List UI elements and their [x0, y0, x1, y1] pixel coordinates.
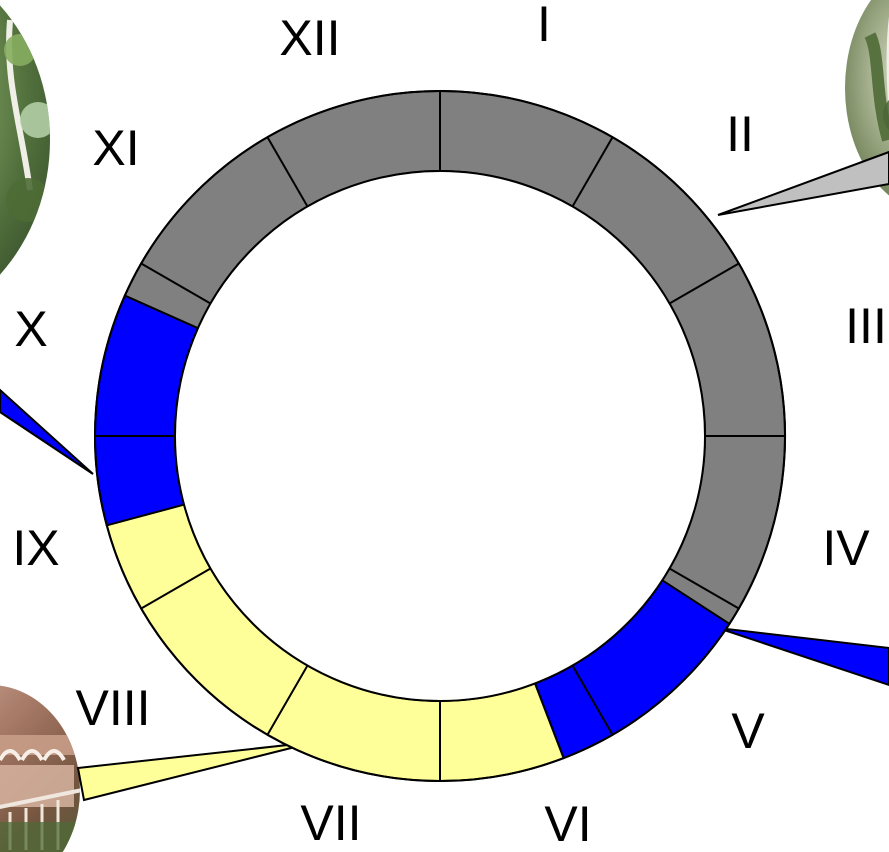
month-label-vi: VI [544, 796, 591, 852]
month-label-viii: VIII [75, 680, 150, 736]
month-divider-5 [668, 567, 740, 610]
month-divider-2 [571, 136, 614, 208]
blue-left-callout-wedge [0, 388, 94, 475]
ring-inner-border [174, 170, 706, 702]
month-label-iv: IV [822, 520, 870, 576]
gray-callout-wedge [717, 150, 889, 216]
month-label-ii: II [726, 106, 754, 162]
month-label-xii: XII [279, 10, 340, 66]
month-divider-12 [266, 136, 309, 208]
month-divider-6 [571, 664, 614, 736]
ring-outer-border [94, 90, 786, 782]
month-label-v: V [731, 703, 765, 759]
blue-right-callout-wedge [717, 627, 889, 687]
month-label-i: I [537, 0, 551, 52]
month-label-x: X [14, 301, 47, 357]
month-label-xi: XI [92, 120, 139, 176]
forest-photo [0, 0, 50, 330]
month-divider-3 [668, 262, 740, 305]
annual-ring [94, 90, 786, 782]
month-label-iii: III [845, 298, 887, 354]
yellow-callout-wedge [76, 741, 316, 802]
callout-layer [0, 150, 889, 802]
month-divider-11 [140, 262, 212, 305]
month-label-vii: VII [300, 795, 361, 851]
month-divider-9 [140, 567, 212, 610]
month-label-ix: IX [12, 520, 59, 576]
month-divider-8 [266, 664, 309, 736]
month-labels: I II III IV V VI VII VIII IX X XI XII [12, 0, 886, 852]
